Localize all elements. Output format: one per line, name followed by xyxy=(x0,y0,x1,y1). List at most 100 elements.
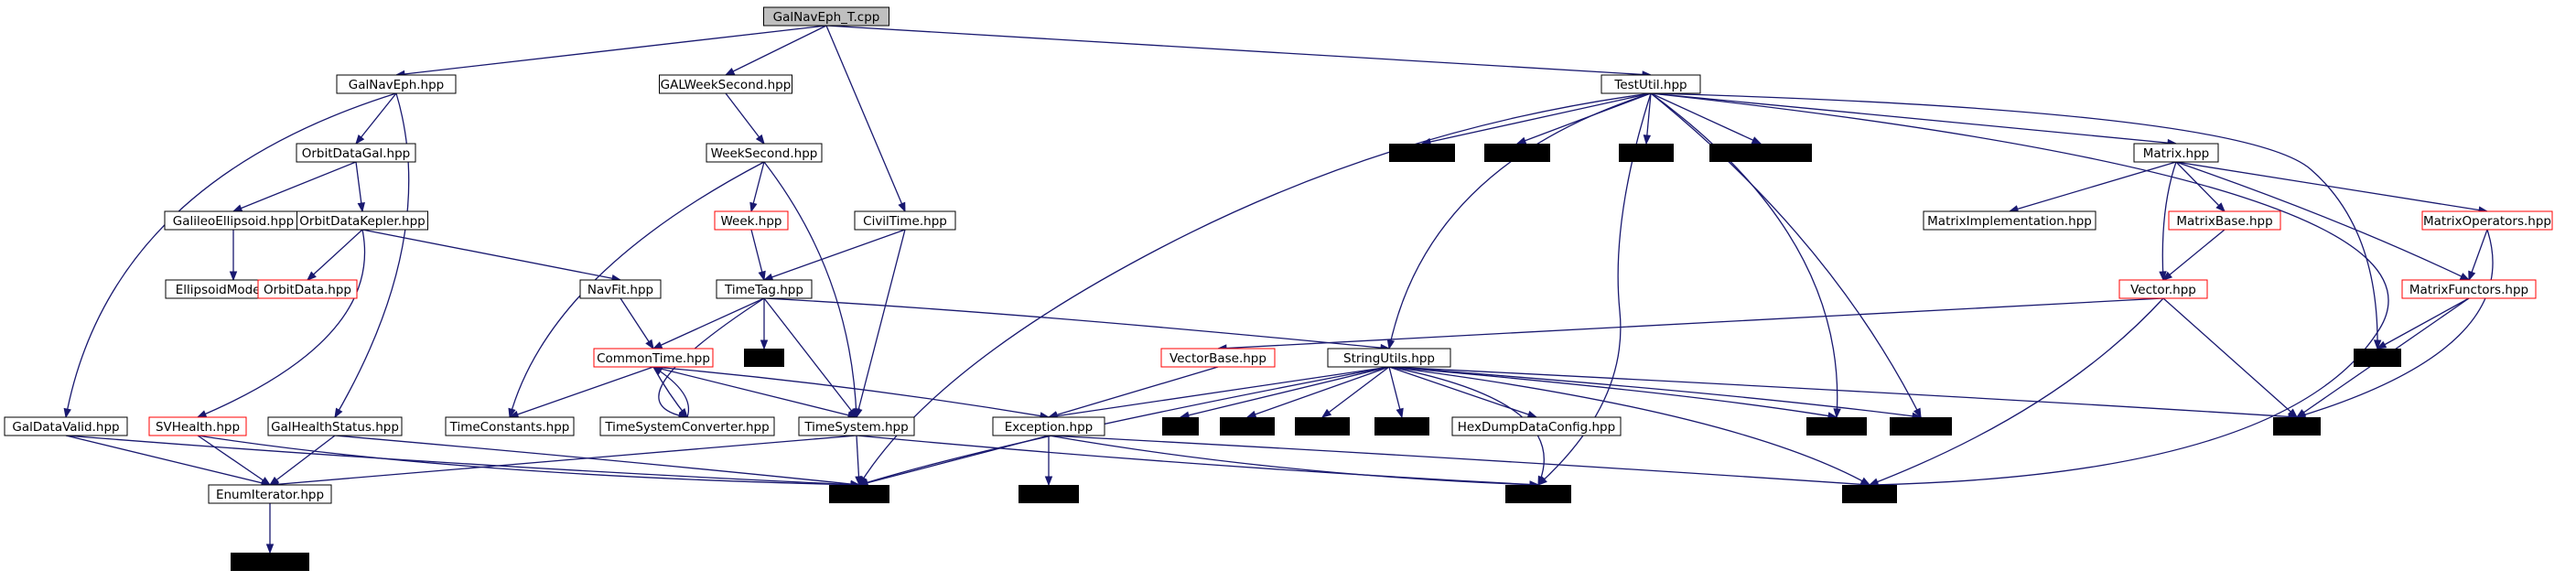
node-timetag-hpp[interactable]: TimeTag.hpp xyxy=(716,279,813,299)
node-timesystemconverter-hpp[interactable]: TimeSystemConverter.hpp xyxy=(599,416,775,436)
node-galweeksecond-hpp[interactable]: GALWeekSecond.hpp xyxy=(659,74,792,94)
arrowhead xyxy=(508,407,516,419)
node-box xyxy=(2421,210,2553,231)
node-iomanip: iomanip xyxy=(1890,417,1952,436)
edge-orbitdatakepler_hpp-to-svhealth_hpp xyxy=(196,229,366,418)
node-galnaveph-t-cpp[interactable]: GalNavEph_T.cpp xyxy=(763,6,889,27)
node-box xyxy=(1601,74,1701,94)
node-box xyxy=(1890,417,1952,436)
node-svhealth-hpp[interactable]: SVHealth.hpp xyxy=(148,416,247,436)
node-box xyxy=(829,485,889,503)
edge-enumiterator_hpp-to-type_traits xyxy=(265,503,275,554)
node-label: typeinfo xyxy=(1396,146,1447,161)
node-matrixoperators-hpp[interactable]: MatrixOperators.hpp xyxy=(2421,210,2553,231)
node-label: iostream xyxy=(1511,488,1565,502)
arrowhead xyxy=(2459,273,2471,281)
node-exception-hpp[interactable]: Exception.hpp xyxy=(992,416,1105,436)
edge-stringutils_hpp-to-exception_hpp xyxy=(1047,366,1390,420)
edge-stringutils_hpp-to-cstdio xyxy=(1245,366,1390,418)
node-box xyxy=(296,143,416,163)
arrowhead xyxy=(357,202,365,213)
edge-testutil_hpp-to-stringutils_hpp xyxy=(1386,92,1652,350)
arrowhead xyxy=(1537,475,1546,487)
edge-weeksecond_hpp-to-week_hpp xyxy=(749,161,765,213)
edge-line xyxy=(1321,366,1390,418)
node-week-hpp[interactable]: Week.hpp xyxy=(714,210,789,231)
node-enumiterator-hpp[interactable]: EnumIterator.hpp xyxy=(208,484,332,504)
node-label: vector xyxy=(1850,488,1890,502)
node-box xyxy=(659,74,792,94)
node-weeksecond-hpp[interactable]: WeekSecond.hpp xyxy=(706,143,823,163)
node-label: GalDataValid.hpp xyxy=(12,420,119,435)
edge-testutil_hpp-to-iomanip xyxy=(1650,92,1922,419)
node-label: cctype xyxy=(1301,420,1342,435)
edge-civiltime_hpp-to-timetag_hpp xyxy=(762,229,906,281)
node-orbitdatagal-hpp[interactable]: OrbitDataGal.hpp xyxy=(296,143,416,163)
arrowhead xyxy=(2295,409,2307,418)
edge-line xyxy=(2009,161,2177,212)
arrowhead xyxy=(265,543,275,554)
edge-line xyxy=(197,435,271,486)
node-box xyxy=(1220,417,1275,436)
node-orbitdata-hpp[interactable]: OrbitData.hpp xyxy=(257,279,358,299)
node-galhealthstatus-hpp[interactable]: GalHealthStatus.hpp xyxy=(267,416,403,436)
node-vector-hpp[interactable]: Vector.hpp xyxy=(2118,279,2208,299)
arrowhead xyxy=(2159,271,2167,282)
edge-galnaveph_hpp-to-galhealthstatus_hpp xyxy=(334,92,410,419)
node-matrixbase-hpp[interactable]: MatrixBase.hpp xyxy=(2168,210,2281,231)
node-label: regex.h xyxy=(1378,420,1425,435)
arrowhead xyxy=(1643,134,1652,145)
edge-line xyxy=(1388,366,1537,418)
node-matriximplementation-hpp[interactable]: MatrixImplementation.hpp xyxy=(1923,210,2096,231)
node-label: Matrix.hpp xyxy=(2143,146,2210,161)
node-box xyxy=(1019,485,1079,503)
node-label: MatrixBase.hpp xyxy=(2176,214,2272,229)
node-matrixfunctors-hpp[interactable]: MatrixFunctors.hpp xyxy=(2401,279,2537,299)
node-box xyxy=(1295,417,1350,436)
node-hexdumpdataconfig-hpp[interactable]: HexDumpDataConfig.hpp xyxy=(1451,416,1622,436)
node-box xyxy=(854,210,956,231)
arrowhead xyxy=(645,339,654,350)
edge-line xyxy=(825,25,1652,76)
node-build-config-h: build_config.h xyxy=(1709,144,1812,162)
node-timesystem-hpp[interactable]: TimeSystem.hpp xyxy=(798,416,915,436)
node-vectorbase-hpp[interactable]: VectorBase.hpp xyxy=(1160,348,1276,368)
node-galdatavalid-hpp[interactable]: GalDataValid.hpp xyxy=(4,416,128,436)
node-box xyxy=(1505,485,1571,503)
node-label: cstdio xyxy=(1229,420,1266,435)
edge-stringutils_hpp-to-limits xyxy=(1388,366,2299,421)
edge-line xyxy=(620,297,654,350)
arrowhead xyxy=(260,477,272,486)
edge-line xyxy=(2162,229,2226,281)
node-matrix-hpp[interactable]: Matrix.hpp xyxy=(2133,143,2219,163)
node-label: GalNavEph.hpp xyxy=(349,78,445,92)
edge-testutil_hpp-to-sstream xyxy=(1650,92,1841,419)
edge-galnaveph_t_cpp-to-testutil_hpp xyxy=(825,25,1653,79)
arrowhead xyxy=(1044,476,1053,487)
node-stringutils-hpp[interactable]: StringUtils.hpp xyxy=(1327,348,1451,368)
arrowhead xyxy=(1526,410,1538,418)
edge-galweeksecond_hpp-to-weeksecond_hpp xyxy=(725,92,765,145)
edge-line xyxy=(1388,366,1922,418)
edge-line xyxy=(2296,229,2494,418)
node-label: limits xyxy=(2280,420,2314,435)
node-orbitdatakepler-hpp[interactable]: OrbitDataKepler.hpp xyxy=(296,210,428,231)
node-civiltime-hpp[interactable]: CivilTime.hpp xyxy=(854,210,956,231)
node-map: map xyxy=(744,349,784,367)
node-navfit-hpp[interactable]: NavFit.hpp xyxy=(579,279,662,299)
node-label: OrbitDataKepler.hpp xyxy=(299,214,425,229)
edge-line xyxy=(1650,92,2378,350)
edge-line xyxy=(1048,366,1219,418)
edge-testutil_hpp-to-build_config_h xyxy=(1650,92,1762,145)
node-testutil-hpp[interactable]: TestUtil.hpp xyxy=(1601,74,1701,94)
node-galileoellipsoid-hpp[interactable]: GalileoEllipsoid.hpp xyxy=(164,210,303,231)
edge-timetag_hpp-to-stringutils_hpp xyxy=(763,297,1391,352)
node-box xyxy=(231,553,309,571)
node-timeconstants-hpp[interactable]: TimeConstants.hpp xyxy=(445,416,575,436)
node-galnaveph-hpp[interactable]: GalNavEph.hpp xyxy=(336,74,457,94)
node-label: sstream xyxy=(1812,420,1861,435)
node-commontime-hpp[interactable]: CommonTime.hpp xyxy=(593,348,714,368)
node-box xyxy=(798,416,915,436)
node-label: MatrixFunctors.hpp xyxy=(2409,283,2528,297)
arrowhead xyxy=(232,204,243,212)
